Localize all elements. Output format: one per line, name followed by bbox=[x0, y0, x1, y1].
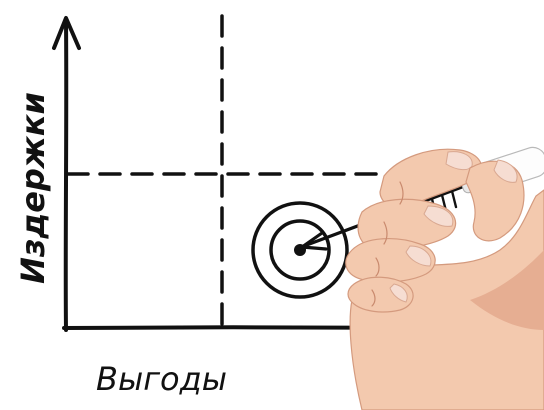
y-axis-label: Издержки bbox=[14, 92, 52, 284]
hand-illustration bbox=[346, 144, 544, 410]
target-icon bbox=[253, 203, 347, 297]
x-axis-label: Выгоды bbox=[96, 360, 227, 398]
